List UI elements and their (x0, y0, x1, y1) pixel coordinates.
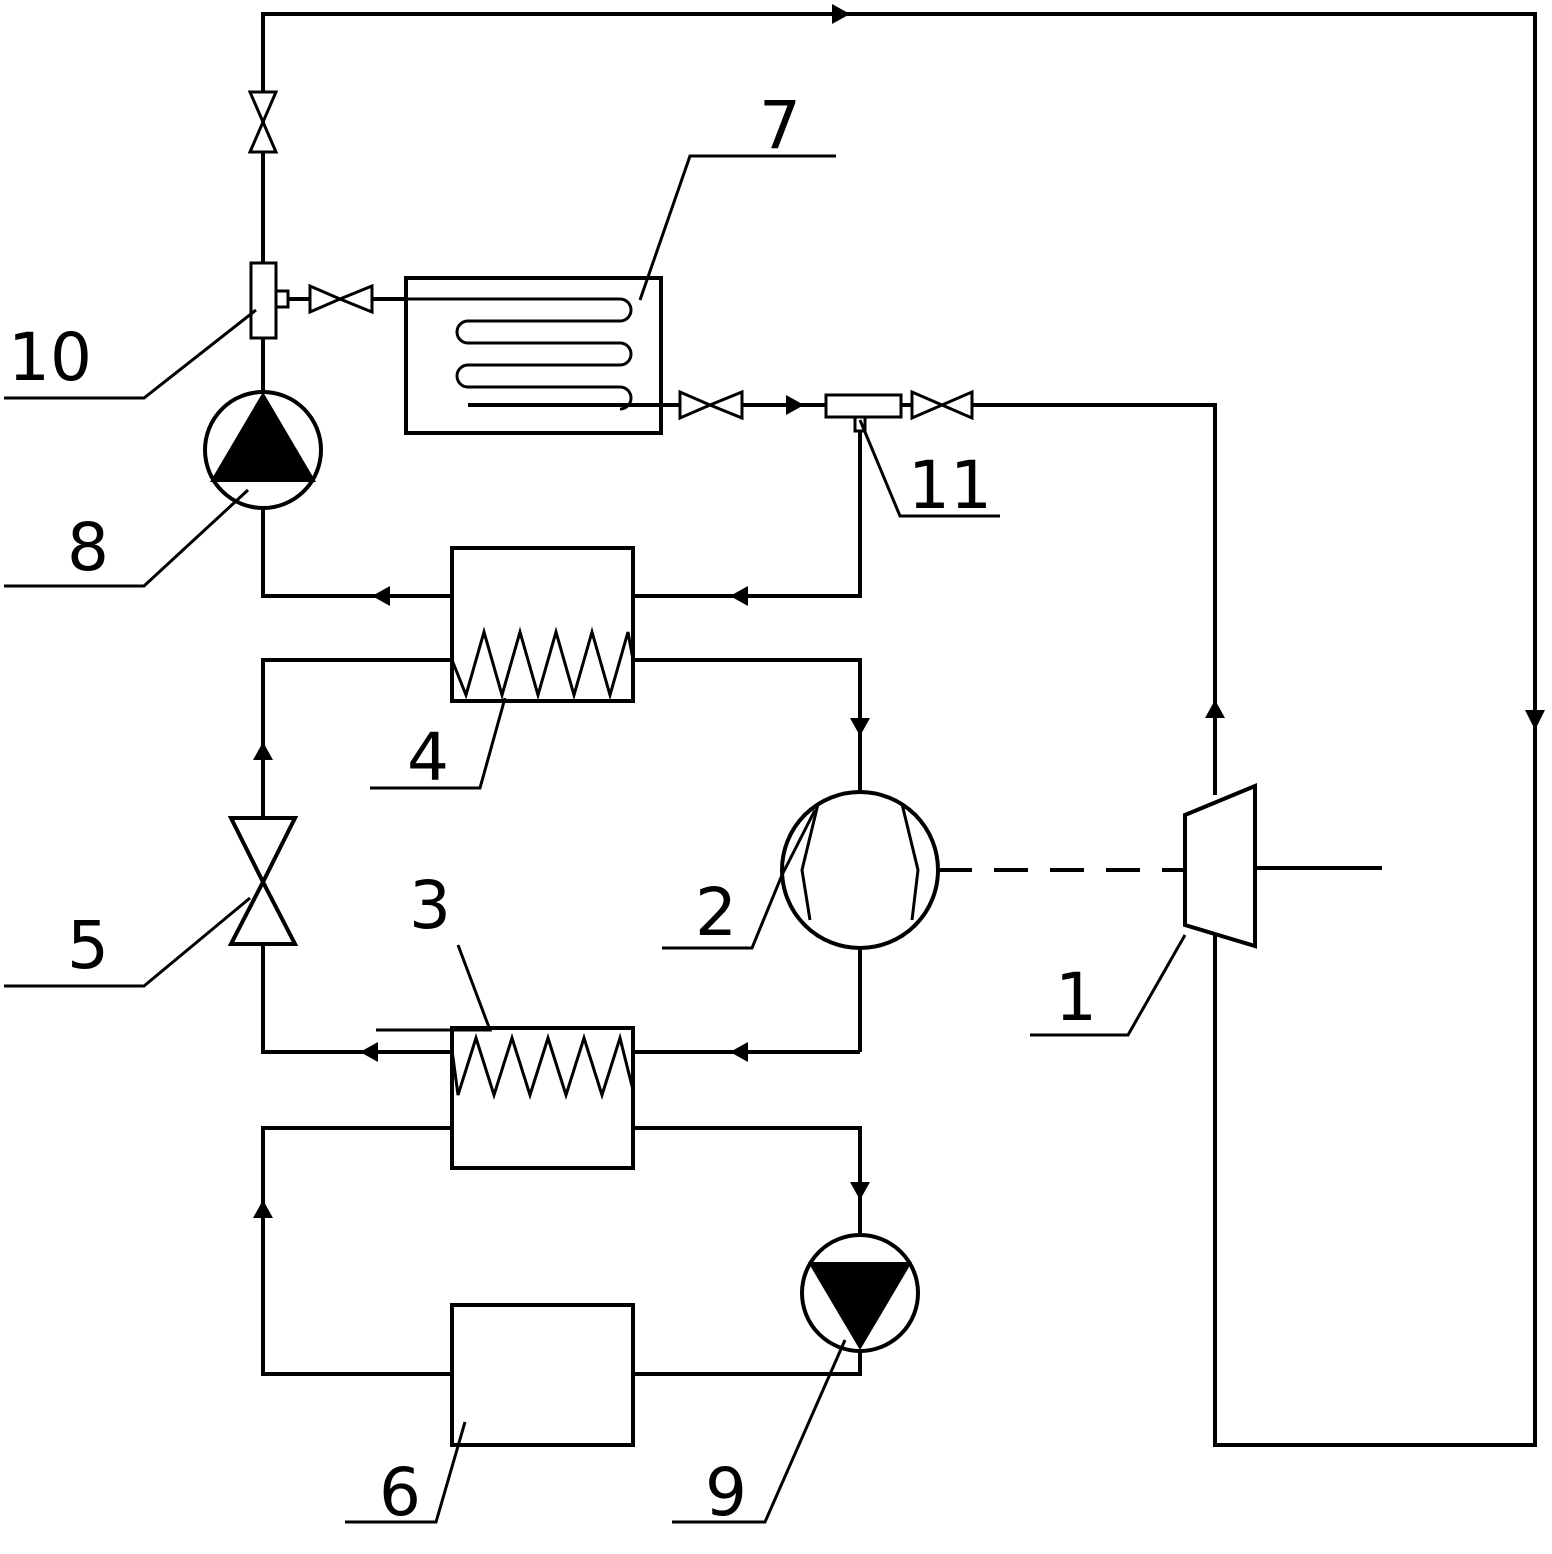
arrow-down-icon (850, 718, 870, 736)
label-7: 7 (759, 87, 801, 164)
arrow-up-icon (253, 742, 273, 760)
turbine-1 (1183, 783, 1382, 949)
coil-heat-exchanger-7 (404, 276, 680, 435)
pipe-hx4-to-pump8 (261, 508, 452, 606)
pump-9 (800, 1233, 920, 1353)
label-11: 11 (908, 447, 992, 524)
arrow-left-icon (360, 1042, 378, 1062)
valve-icon (308, 283, 344, 315)
arrow-right-icon (786, 395, 804, 415)
label-4: 4 (407, 719, 449, 796)
tee-10 (249, 261, 290, 392)
compressor-2 (633, 790, 940, 1062)
expansion-valve-5 (227, 816, 452, 1062)
arrow-down-icon (850, 1182, 870, 1200)
arrow-up-icon (253, 1200, 273, 1218)
arrow-down-icon (1525, 710, 1545, 730)
label-9: 9 (705, 1454, 747, 1531)
heat-source-6 (450, 1303, 635, 1447)
arrow-left-icon (730, 1042, 748, 1062)
label-6: 6 (379, 1454, 421, 1531)
label-5: 5 (67, 907, 109, 984)
label-2: 2 (695, 874, 737, 951)
outer-pipe-loop (261, 4, 1545, 1447)
pipe-coil-to-tee11 (678, 389, 826, 421)
arrow-right-icon (832, 4, 850, 24)
lower-pipe-loop (253, 1126, 870, 1376)
pipe-hx4-side-loop (253, 658, 870, 818)
pump-8 (203, 390, 323, 510)
pipe-tee11-to-hx4 (633, 431, 862, 606)
valve-icon (910, 389, 946, 421)
label-10: 10 (8, 319, 92, 396)
leader-lines (4, 154, 1187, 1524)
heat-exchanger-3 (450, 1026, 635, 1170)
label-3: 3 (409, 867, 451, 944)
valve-icon (678, 389, 714, 421)
arrow-up-icon (1205, 700, 1225, 718)
arrow-left-icon (372, 586, 390, 606)
component-labels: 1 2 3 4 5 6 7 8 9 10 11 (8, 87, 1097, 1531)
tee-11 (824, 389, 1225, 795)
label-8: 8 (67, 509, 109, 586)
top-left-valve (247, 90, 279, 154)
heat-exchanger-4 (450, 546, 635, 703)
label-1: 1 (1055, 959, 1097, 1036)
arrow-left-icon (730, 586, 748, 606)
